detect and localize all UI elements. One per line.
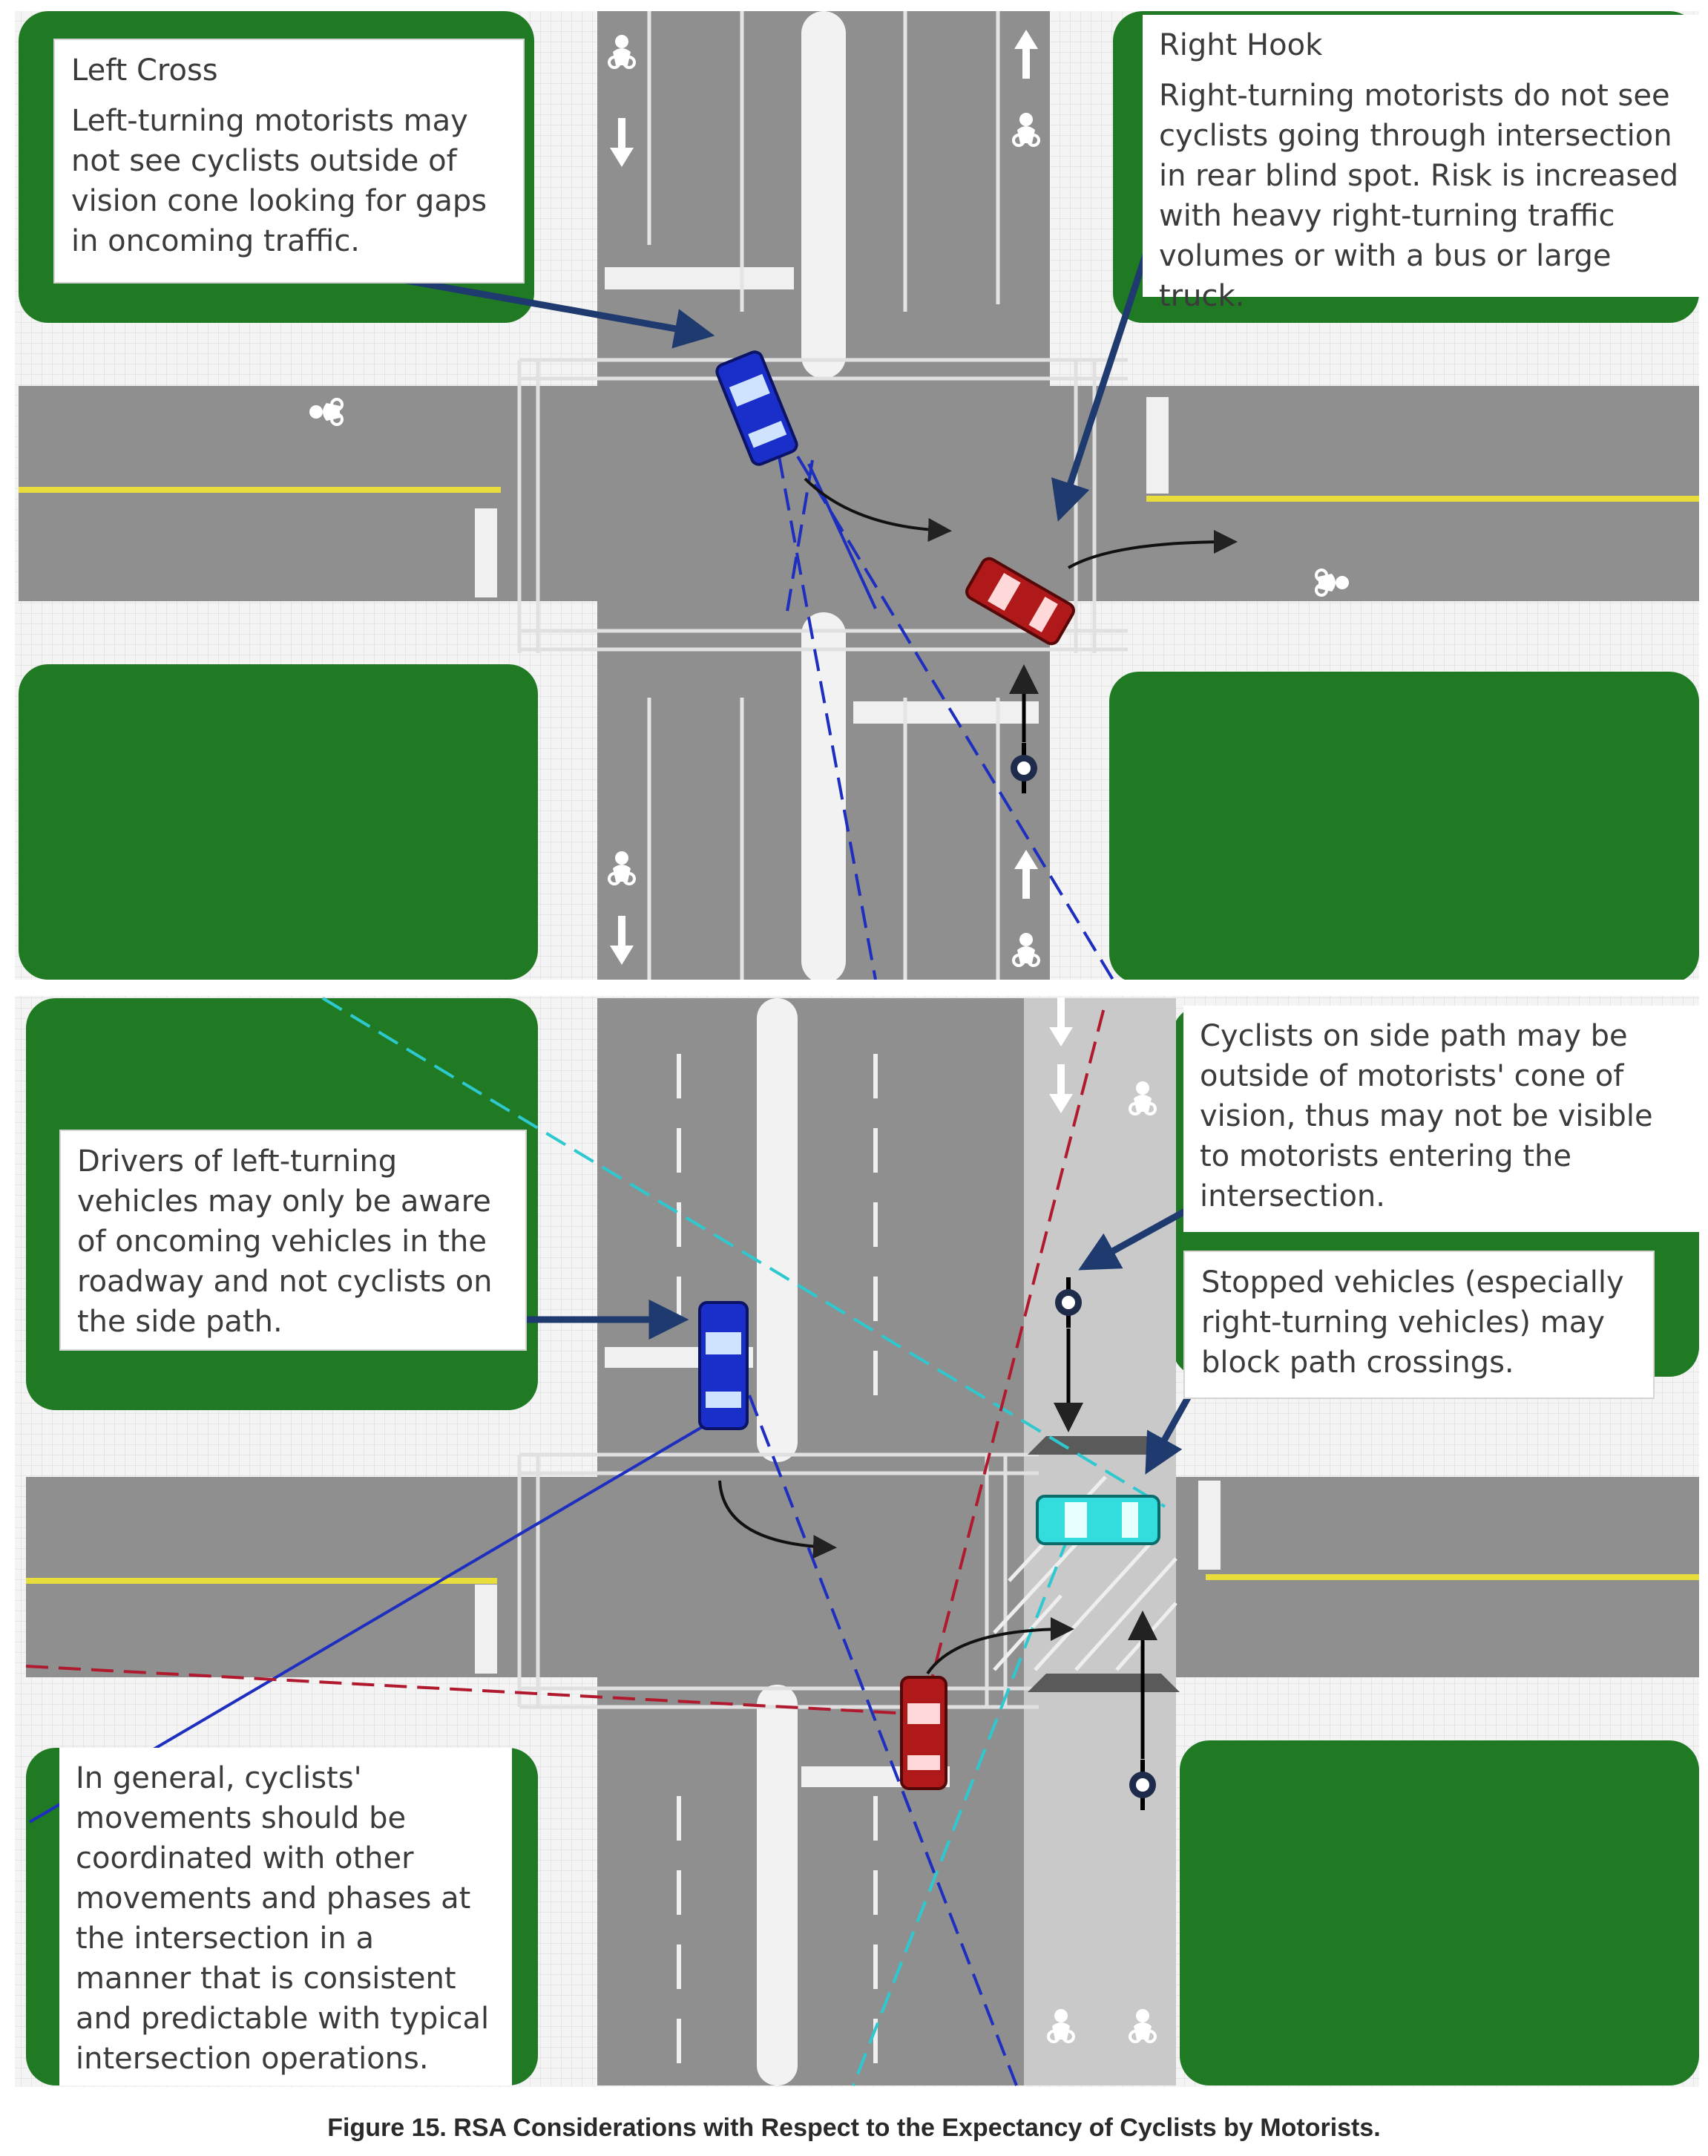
median-north xyxy=(801,11,846,379)
callout-stopped-vehicles: Stopped vehicles (especially right-turni… xyxy=(1183,1251,1655,1399)
callout-left-cross-body: Left-turning motorists may not see cycli… xyxy=(71,104,487,258)
median-south xyxy=(801,612,846,983)
red-car-right-turning xyxy=(965,557,1075,646)
grass-mid-left xyxy=(19,664,538,980)
right-hook-pointer xyxy=(1051,251,1150,522)
yellow-centerline xyxy=(19,487,1699,502)
grass-bot-bottom-right xyxy=(1180,1740,1699,2085)
callout-right-hook-body: Right-turning motorists do not see cycli… xyxy=(1159,79,1679,313)
figure-caption: Figure 15. RSA Considerations with Respe… xyxy=(327,2114,1381,2142)
callout-general-body: In general, cyclists' movements should b… xyxy=(76,1761,490,2076)
callout-side-path: Cyclists on side path may be outside of … xyxy=(1183,1006,1699,1232)
callout-right-hook: Right Hook Right-turning motorists do no… xyxy=(1143,15,1699,313)
cyan-car-stopped xyxy=(1036,1495,1160,1545)
callout-left-turning-drivers-body: Drivers of left-turning vehicles may onl… xyxy=(77,1144,493,1339)
blue-car-left-turning xyxy=(715,350,798,466)
callout-left-cross-title: Left Cross xyxy=(71,53,218,88)
callout-side-path-body: Cyclists on side path may be outside of … xyxy=(1200,1019,1653,1213)
callout-stopped-vehicles-body: Stopped vehicles (especially right-turni… xyxy=(1201,1265,1624,1380)
blue-car-side-path xyxy=(698,1301,749,1430)
callout-left-turning-drivers: Drivers of left-turning vehicles may onl… xyxy=(59,1130,527,1351)
callout-right-hook-title: Right Hook xyxy=(1159,28,1323,62)
callout-left-cross: Left Cross Left-turning motorists may no… xyxy=(53,39,525,284)
road-horizontal-top xyxy=(19,386,1699,601)
red-car-right-turning-bottom xyxy=(900,1676,947,1790)
grass-mid-right xyxy=(1109,672,1699,983)
callout-general: In general, cyclists' movements should b… xyxy=(59,1748,512,2085)
side-path-pointer xyxy=(1078,1203,1197,1271)
